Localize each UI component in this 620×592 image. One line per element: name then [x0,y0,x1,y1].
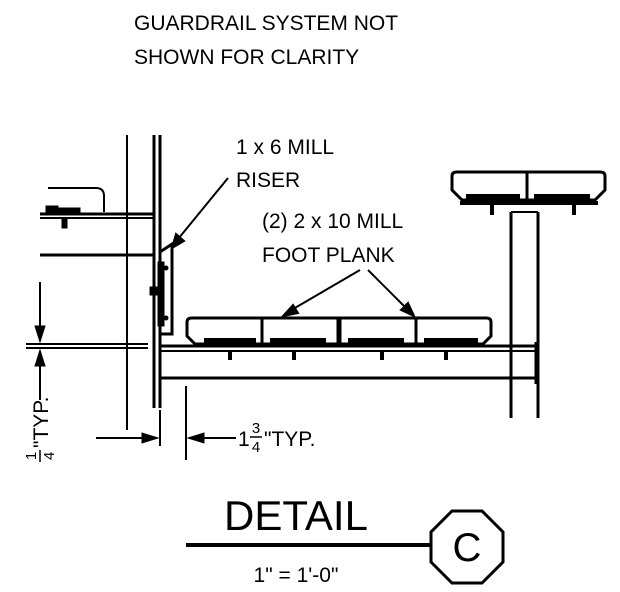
thickness-denominator: 4 [41,452,58,460]
main-bearer [160,342,538,384]
detail-title: DETAIL [224,492,368,539]
detail-marker-octagon [429,509,505,585]
plank-label-line-2: FOOT PLANK [262,244,395,267]
gap-dimension [96,386,236,460]
gap-denominator: 4 [252,439,260,456]
right-standard [509,211,540,418]
thickness-dimension [26,282,148,400]
right-upper-bearer [460,194,598,215]
gap-suffix: "TYP. [264,428,315,451]
note-line-1: GUARDRAIL SYSTEM NOT [134,12,398,35]
note-line-2: SHOWN FOR CLARITY [134,46,359,69]
thickness-numerator: 1 [23,452,40,460]
riser-label-line-2: RISER [236,169,300,192]
thickness-label: 1 4 "TYP. [23,397,58,462]
detail-marker-letter: C [453,526,482,570]
foot-planks [185,316,493,346]
gap-whole: 1 [238,428,250,451]
riser-label-line-1: 1 x 6 MILL [236,136,334,159]
gap-numerator: 3 [252,420,260,437]
left-upper-bearer [40,187,154,257]
riser-board [149,241,174,336]
thickness-suffix: "TYP. [30,397,53,448]
right-upper-planks [450,170,607,202]
plank-clips [204,338,478,360]
plank-leaders [280,269,417,319]
wall-uprights [126,135,162,430]
detail-scale: 1" = 1'-0" [254,564,339,587]
riser-leader [170,177,229,251]
plank-label-line-1: (2) 2 x 10 MILL [262,210,403,233]
